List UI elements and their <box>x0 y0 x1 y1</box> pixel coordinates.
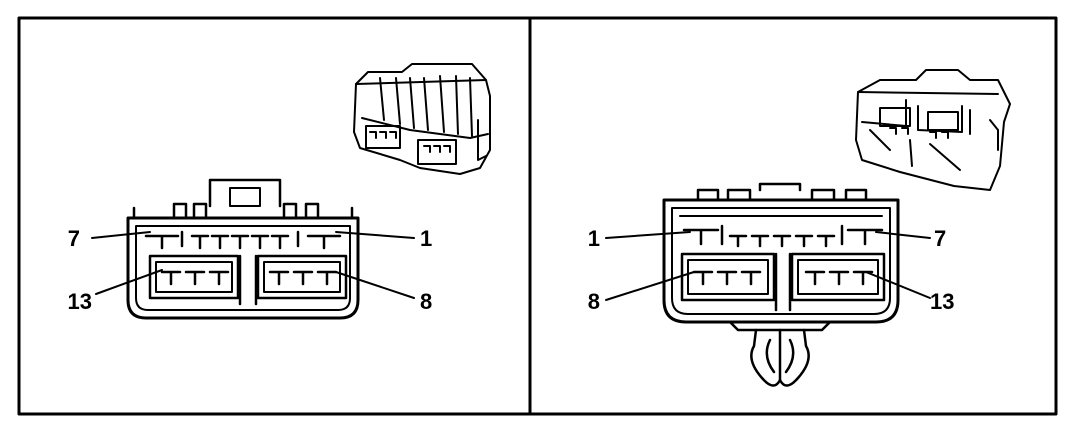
right-leader-7 <box>875 231 931 239</box>
diagram-border <box>17 16 1058 416</box>
left-label-top-right: 1 <box>420 226 432 251</box>
left-panel <box>91 63 491 320</box>
right-leader-8 <box>605 271 695 301</box>
left-connector-perspective <box>353 63 491 175</box>
right-pin-labels: 1 7 8 13 <box>588 226 955 314</box>
left-connector-face <box>91 178 415 320</box>
left-label-top-left: 7 <box>68 226 80 251</box>
right-housing-outline <box>662 198 900 324</box>
right-mounting-clip <box>728 320 832 387</box>
left-top-latch <box>208 178 282 208</box>
left-leader-13 <box>95 269 163 295</box>
right-label-bottom-right: 13 <box>930 289 954 314</box>
right-upper-terminals <box>682 224 884 248</box>
left-upper-terminals <box>144 230 342 250</box>
right-label-bottom-left: 8 <box>588 289 600 314</box>
left-label-bottom-left: 13 <box>68 289 92 314</box>
right-connector-face <box>605 182 931 387</box>
right-panel <box>605 69 1011 387</box>
right-lower-terminals <box>692 270 874 286</box>
left-pin-labels: 7 1 13 8 <box>68 226 433 314</box>
left-housing-outline <box>126 216 360 320</box>
left-lower-terminals <box>160 270 338 286</box>
right-leader-1 <box>605 231 691 239</box>
right-connector-perspective <box>855 69 1011 191</box>
right-leader-13 <box>865 271 931 299</box>
left-label-bottom-right: 8 <box>420 289 432 314</box>
left-leader-7 <box>91 231 151 239</box>
right-label-top-left: 1 <box>588 226 600 251</box>
right-label-top-right: 7 <box>934 226 946 251</box>
left-leader-8 <box>335 271 415 299</box>
left-leader-1 <box>335 231 415 239</box>
